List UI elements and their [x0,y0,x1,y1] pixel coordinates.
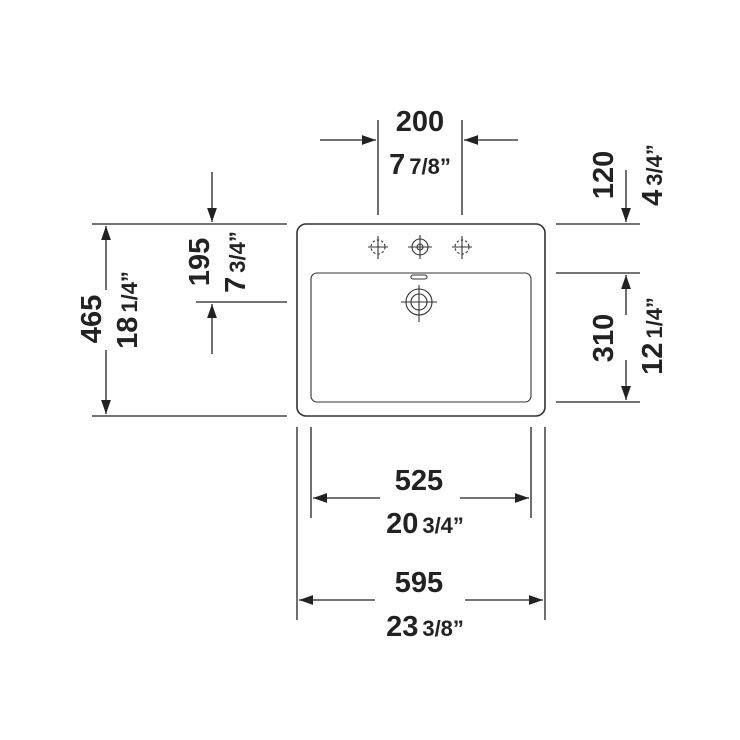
overflow-slot [410,274,428,280]
basin-outer-rim [296,223,546,417]
dim-bowl-depth-in: 121/4” [637,297,669,375]
dim-bowl-depth-mm: 310 [588,314,620,362]
drain-icon [401,285,437,322]
tap-hole-left-icon [368,236,388,259]
dim-depth-to-drain-mm: 195 [184,238,216,286]
dim-total-depth: 465 181/4” [76,223,287,417]
dim-total-width-mm: 595 [395,567,443,599]
dim-tap-spacing-mm: 200 [396,106,444,138]
dim-depth-to-drain-in: 73/4” [220,231,252,293]
dim-back-ledge-mm: 120 [588,151,620,199]
dim-depth-to-drain: 195 73/4” [184,172,287,354]
dim-total-depth-in: 181/4” [112,271,144,349]
basin-bowl [310,272,532,403]
dim-total-depth-mm: 465 [76,295,108,343]
dim-bowl-depth: 310 121/4” [556,272,669,403]
dim-bowl-width-mm: 525 [395,465,443,497]
tap-hole-right-icon [452,236,472,259]
dim-back-ledge-in: 43/4” [637,144,669,206]
tap-hole-center-icon [408,235,432,259]
dim-back-ledge: 120 43/4” [556,144,669,225]
basin-outline [296,223,546,417]
